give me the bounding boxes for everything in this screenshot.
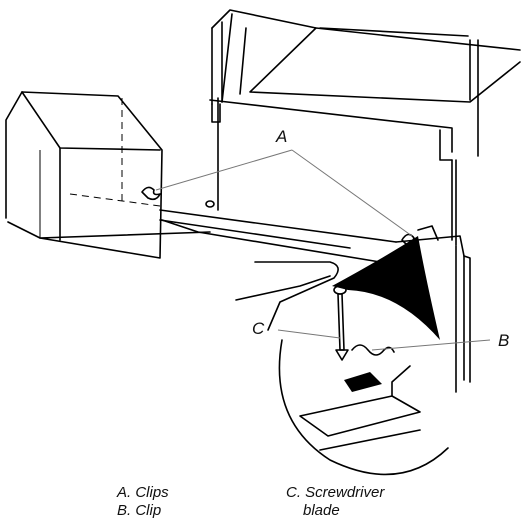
legend-c-line2: blade bbox=[303, 502, 340, 519]
back-panel bbox=[209, 9, 521, 246]
legend-c-line1: C. Screwdriver bbox=[286, 484, 385, 501]
callout-a: A bbox=[275, 127, 287, 146]
right-cabinet bbox=[395, 225, 471, 393]
left-cabinet bbox=[5, 91, 163, 259]
legend-a: A. Clips bbox=[117, 484, 169, 501]
inset-wedge bbox=[332, 236, 440, 340]
clip-corner bbox=[401, 233, 415, 245]
callout-c: C bbox=[252, 319, 265, 338]
screw-hole bbox=[205, 200, 215, 208]
detail-inset bbox=[278, 236, 449, 476]
screwdriver bbox=[333, 285, 349, 361]
clip-left bbox=[141, 186, 161, 201]
countertop bbox=[39, 200, 397, 331]
leader-lines bbox=[155, 149, 491, 351]
legend-b: B. Clip bbox=[117, 502, 162, 519]
clip-detail bbox=[351, 344, 395, 356]
arrow-push bbox=[344, 372, 382, 392]
callout-b: B bbox=[498, 331, 509, 350]
